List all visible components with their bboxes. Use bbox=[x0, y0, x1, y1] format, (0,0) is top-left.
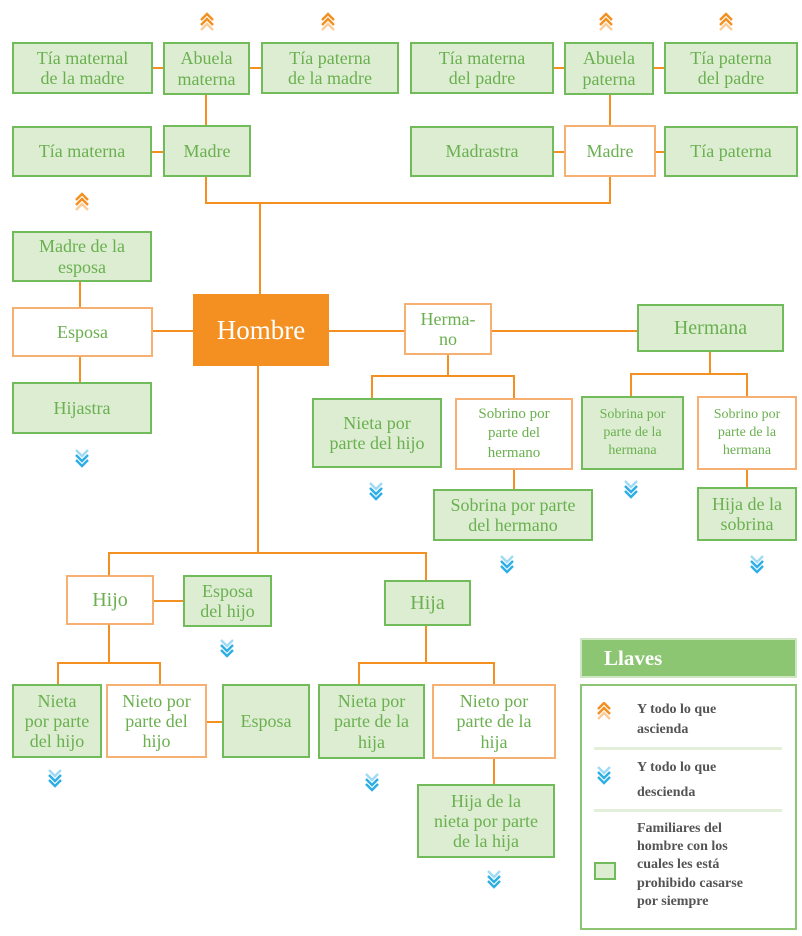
legend-descend-text: Y todo lo que descienda bbox=[637, 760, 717, 800]
legend-separator bbox=[594, 809, 782, 812]
node-abuela-paterna: Abuela paterna bbox=[564, 42, 654, 95]
node-abuela-materna: Abuela materna bbox=[163, 42, 250, 95]
node-nieta-hijo-h: Nieta por parte del hijo bbox=[312, 398, 442, 468]
legend-title: Llaves bbox=[580, 638, 797, 678]
node-tia-paterna-padre: Tía paterna del padre bbox=[664, 42, 798, 94]
node-hija-nieta-hija: Hija de la nieta por parte de la hija bbox=[417, 784, 555, 858]
node-esposa-hijo: Esposa del hijo bbox=[183, 575, 272, 627]
node-nieto-hija: Nieto por parte de la hija bbox=[432, 684, 556, 759]
descend-key-icon bbox=[596, 766, 612, 785]
node-hermano: Herma- no bbox=[404, 303, 492, 355]
node-hombre: Hombre bbox=[193, 294, 329, 366]
node-sobrino-hermano: Sobrino por parte del hermano bbox=[455, 398, 573, 470]
node-esposa: Esposa bbox=[12, 307, 153, 357]
node-esposa-nieto: Esposa bbox=[222, 684, 310, 758]
node-sobrino-hermana: Sobrino por parte de la hermana bbox=[697, 396, 797, 470]
node-hijo: Hijo bbox=[66, 575, 154, 625]
node-madre-step: Madre bbox=[564, 125, 656, 177]
node-tia-paterna-madre: Tía paterna de la madre bbox=[261, 42, 399, 94]
node-nieta-hija: Nieta por parte de la hija bbox=[318, 684, 425, 759]
connector-lines bbox=[57, 67, 748, 784]
node-tia-materna-padre: Tía materna del padre bbox=[410, 42, 554, 94]
legend-ascend-text: Y todo lo que ascienda bbox=[637, 702, 717, 737]
ascend-key-icon bbox=[596, 702, 612, 721]
node-nieto-hijo: Nieto por parte del hijo bbox=[106, 684, 207, 758]
node-sobrina-hermana: Sobrina por parte de la hermana bbox=[581, 396, 684, 470]
legend-separator bbox=[594, 747, 782, 750]
node-sobrina-hermano: Sobrina por parte del hermano bbox=[433, 489, 593, 541]
prohibited-key-swatch bbox=[594, 862, 616, 880]
legend-prohibited-text: Familiares del hombre con los cuales les… bbox=[637, 821, 743, 909]
node-hermana: Hermana bbox=[637, 304, 784, 352]
node-madrastra: Madrastra bbox=[410, 126, 554, 177]
node-madre: Madre bbox=[163, 125, 251, 177]
legend-panel: Y todo lo que ascienda Y todo lo que des… bbox=[580, 684, 797, 930]
node-tia-maternal-madre: Tía maternal de la madre bbox=[12, 42, 153, 94]
node-tia-paterna: Tía paterna bbox=[664, 126, 798, 177]
node-hijastra: Hijastra bbox=[12, 382, 152, 434]
node-nieta-hijo: Nieta por parte del hijo bbox=[12, 684, 102, 758]
node-hija-sobrina: Hija de la sobrina bbox=[697, 487, 797, 541]
node-hija: Hija bbox=[384, 580, 471, 626]
node-tia-materna: Tía materna bbox=[12, 126, 152, 177]
node-madre-esposa: Madre de la esposa bbox=[12, 231, 152, 282]
